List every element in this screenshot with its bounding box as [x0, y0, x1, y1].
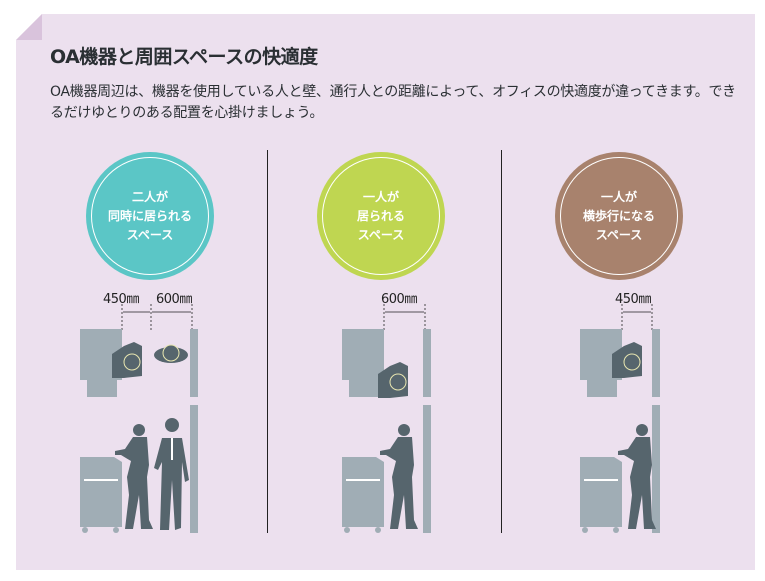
machine-side-view	[580, 457, 622, 533]
passerby-top-view	[154, 344, 188, 363]
user-side-view	[618, 424, 656, 529]
category-circle-two-people: 二人が 同時に居られる スペース	[86, 152, 214, 280]
dimension-label: 600㎜	[156, 292, 192, 307]
wall-side-view	[652, 405, 660, 533]
machine-side-view	[80, 457, 122, 533]
user-side-view	[380, 424, 418, 529]
page-title: OA機器と周囲スペースの快適度	[50, 46, 318, 68]
category-circle-sideways: 一人が 横歩行になる スペース	[555, 152, 683, 280]
description: OA機器周辺は、機器を使用している人と壁、通行人との距離によって、オフィスの快適…	[50, 84, 736, 121]
dimension-label: 450㎜	[103, 292, 139, 307]
machine-top-view	[342, 329, 384, 397]
wall-top-view	[652, 329, 660, 397]
machine-side-view	[342, 457, 384, 533]
wall-side-view	[423, 405, 431, 533]
category-circle-one-person: 一人が 居られる スペース	[317, 152, 445, 280]
column-3-diagram	[580, 304, 660, 533]
wall-top-view	[190, 329, 198, 397]
dimension-label: 600㎜	[381, 292, 417, 307]
column-1-diagram	[80, 304, 198, 533]
wall-top-view	[423, 329, 431, 397]
column-2-diagram	[342, 304, 431, 533]
passerby-side-view	[154, 418, 189, 530]
dimension-label: 450㎜	[615, 292, 651, 307]
wall-side-view	[190, 405, 198, 533]
